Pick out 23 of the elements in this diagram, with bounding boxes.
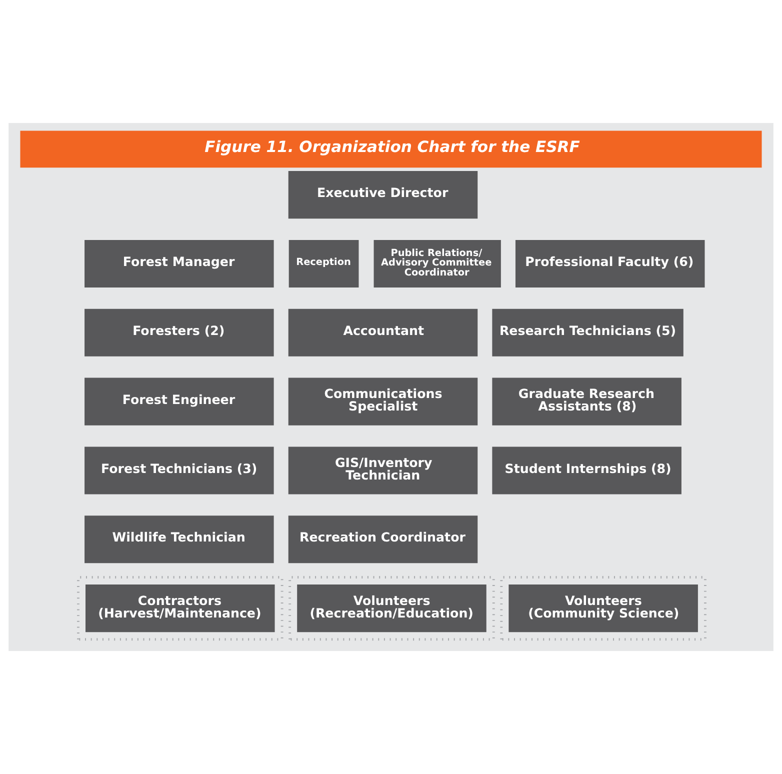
cluster — [500, 576, 706, 641]
node-box: Research Technicians (5) — [492, 308, 684, 356]
node-box: Wildlife Technician — [84, 516, 274, 564]
cluster — [77, 576, 284, 641]
node-box: Graduate Research Assistants (8) — [492, 378, 682, 426]
node-box: Foresters (2) — [84, 308, 274, 356]
node-box: GIS/Inventory Technician — [288, 446, 478, 494]
node-box: Communications Specialist — [288, 378, 478, 426]
node-box: Forest Manager — [84, 240, 274, 288]
node-box: Volunteers (Community Science) — [508, 584, 698, 632]
node-box: Executive Director — [288, 171, 478, 219]
node-box: Recreation Coordinator — [288, 516, 478, 564]
node-box: Professional Faculty (6) — [515, 240, 705, 288]
node-box: Forest Engineer — [84, 378, 274, 426]
node-box: Forest Technicians (3) — [84, 446, 274, 494]
node-box: Contractors (Harvest/Maintenance) — [86, 584, 275, 632]
node-box: Public Relations/ Advisory Committee Coordinator — [374, 240, 501, 288]
diagram-title: Figure 11. Organization Chart for the ESRF — [204, 138, 580, 156]
node-box: Volunteers (Recreation/Education) — [297, 584, 486, 632]
node-box: Accountant — [288, 308, 478, 356]
node-box: Student Internships (8) — [492, 446, 682, 494]
node-box: Reception — [288, 240, 359, 288]
cluster — [288, 576, 495, 641]
